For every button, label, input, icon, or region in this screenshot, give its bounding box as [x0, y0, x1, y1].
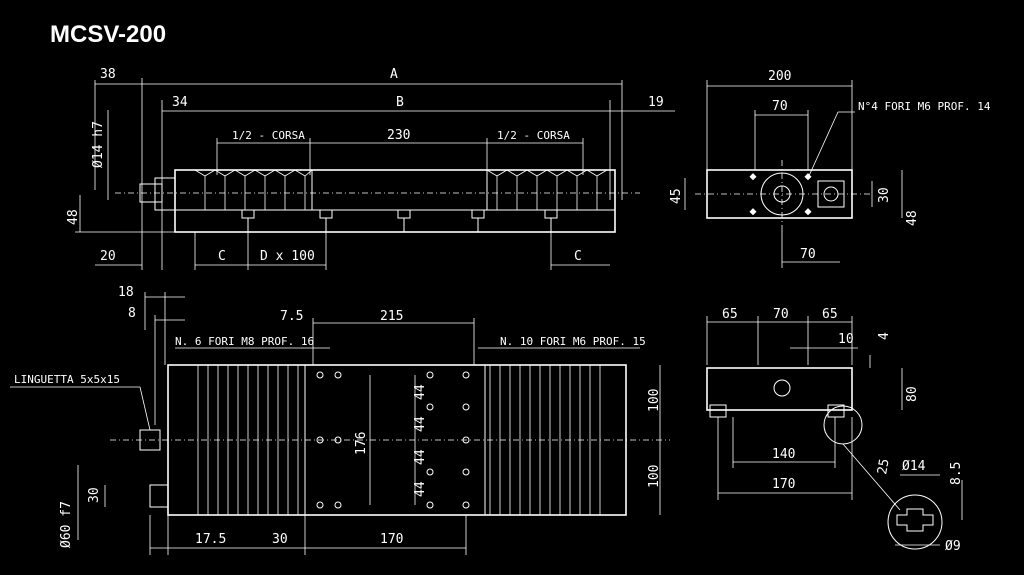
dim-17-5: 17.5	[195, 532, 226, 547]
dim-44-d: 44	[413, 481, 428, 497]
dim-34: 34	[172, 95, 188, 110]
dim-65-right: 65	[822, 307, 838, 322]
dim-200: 200	[768, 69, 791, 84]
dim-80: 80	[905, 386, 920, 402]
dim-C-right: C	[574, 249, 582, 264]
detail-circle-small	[823, 405, 863, 445]
dim-44-a: 44	[413, 384, 428, 400]
key	[139, 429, 161, 451]
dim-8: 8	[128, 306, 136, 321]
holes-note-m8: N. 6 FORI M8 PROF. 16	[175, 335, 314, 348]
dim-B: B	[396, 95, 404, 110]
section-view: 65 70 65 10 4 80 140 170 25 Ø14 8.5 Ø9	[706, 307, 964, 554]
dim-48-top: 48	[66, 209, 81, 225]
dim-30-bottom: 30	[272, 532, 288, 547]
dim-230: 230	[387, 128, 410, 143]
end-view: 200 70 N°4 FORI M6 PROF. 14 45 30 48 70	[669, 69, 991, 268]
dim-19: 19	[648, 95, 664, 110]
holes-note-m6: N. 10 FORI M6 PROF. 15	[500, 335, 646, 348]
dim-170-bottom: 170	[380, 532, 403, 547]
dim-65-left: 65	[722, 307, 738, 322]
bellows-left	[194, 169, 313, 177]
dim-44-c: 44	[413, 449, 428, 465]
key-label: LINGUETTA 5x5x15	[14, 373, 120, 386]
dim-100-b: 100	[647, 465, 662, 488]
dim-30-shaft: 30	[87, 487, 102, 503]
plan-holes	[316, 371, 470, 509]
dim-Dx100: D x 100	[260, 249, 315, 264]
dim-half-stroke-left: 1/2 - CORSA	[232, 129, 305, 142]
dim-70-bottom: 70	[800, 247, 816, 262]
dim-8-5: 8.5	[949, 462, 964, 485]
dim-70-top: 70	[772, 99, 788, 114]
dim-60: Ø60 f7	[59, 501, 74, 548]
dim-4: 4	[877, 332, 892, 340]
dim-9: Ø9	[945, 539, 961, 554]
dim-140: 140	[772, 447, 795, 462]
drawing-title: MCSV-200	[50, 21, 166, 48]
dim-half-stroke-right: 1/2 - CORSA	[497, 129, 570, 142]
dim-20: 20	[100, 249, 116, 264]
dim-45: 45	[669, 188, 684, 204]
detail-circle-large	[887, 494, 943, 550]
dim-176: 176	[354, 432, 369, 455]
dim-18: 18	[118, 285, 134, 300]
shaft-end	[139, 183, 163, 203]
dim-C-left: C	[218, 249, 226, 264]
carriage	[311, 169, 488, 211]
dim-10: 10	[838, 332, 854, 347]
dim-A: A	[390, 67, 398, 82]
dim-shaft: Ø14 h7	[91, 121, 106, 168]
dim-48-end: 48	[905, 210, 920, 226]
dim-7-5: 7.5	[280, 309, 303, 324]
dim-44-b: 44	[413, 416, 428, 432]
dim-170-section: 170	[772, 477, 795, 492]
dim-70-section: 70	[773, 307, 789, 322]
top-view: 38 A 34 B 19 1/2 - CORSA 230 1/2 - CORSA	[66, 67, 675, 270]
dim-14: Ø14	[902, 459, 926, 474]
plan-view: 18 8 7.5 215 N. 6 FORI M8 PROF. 16 N. 10…	[10, 285, 670, 555]
bellows-right	[486, 169, 608, 177]
dim-38: 38	[100, 67, 116, 82]
section-body	[706, 367, 853, 411]
dim-215: 215	[380, 309, 403, 324]
dim-25: 25	[875, 458, 892, 476]
dim-100-a: 100	[647, 389, 662, 412]
slide-body	[174, 169, 616, 233]
holes-note-m6-14: N°4 FORI M6 PROF. 14	[858, 100, 991, 113]
dim-30: 30	[877, 187, 892, 203]
